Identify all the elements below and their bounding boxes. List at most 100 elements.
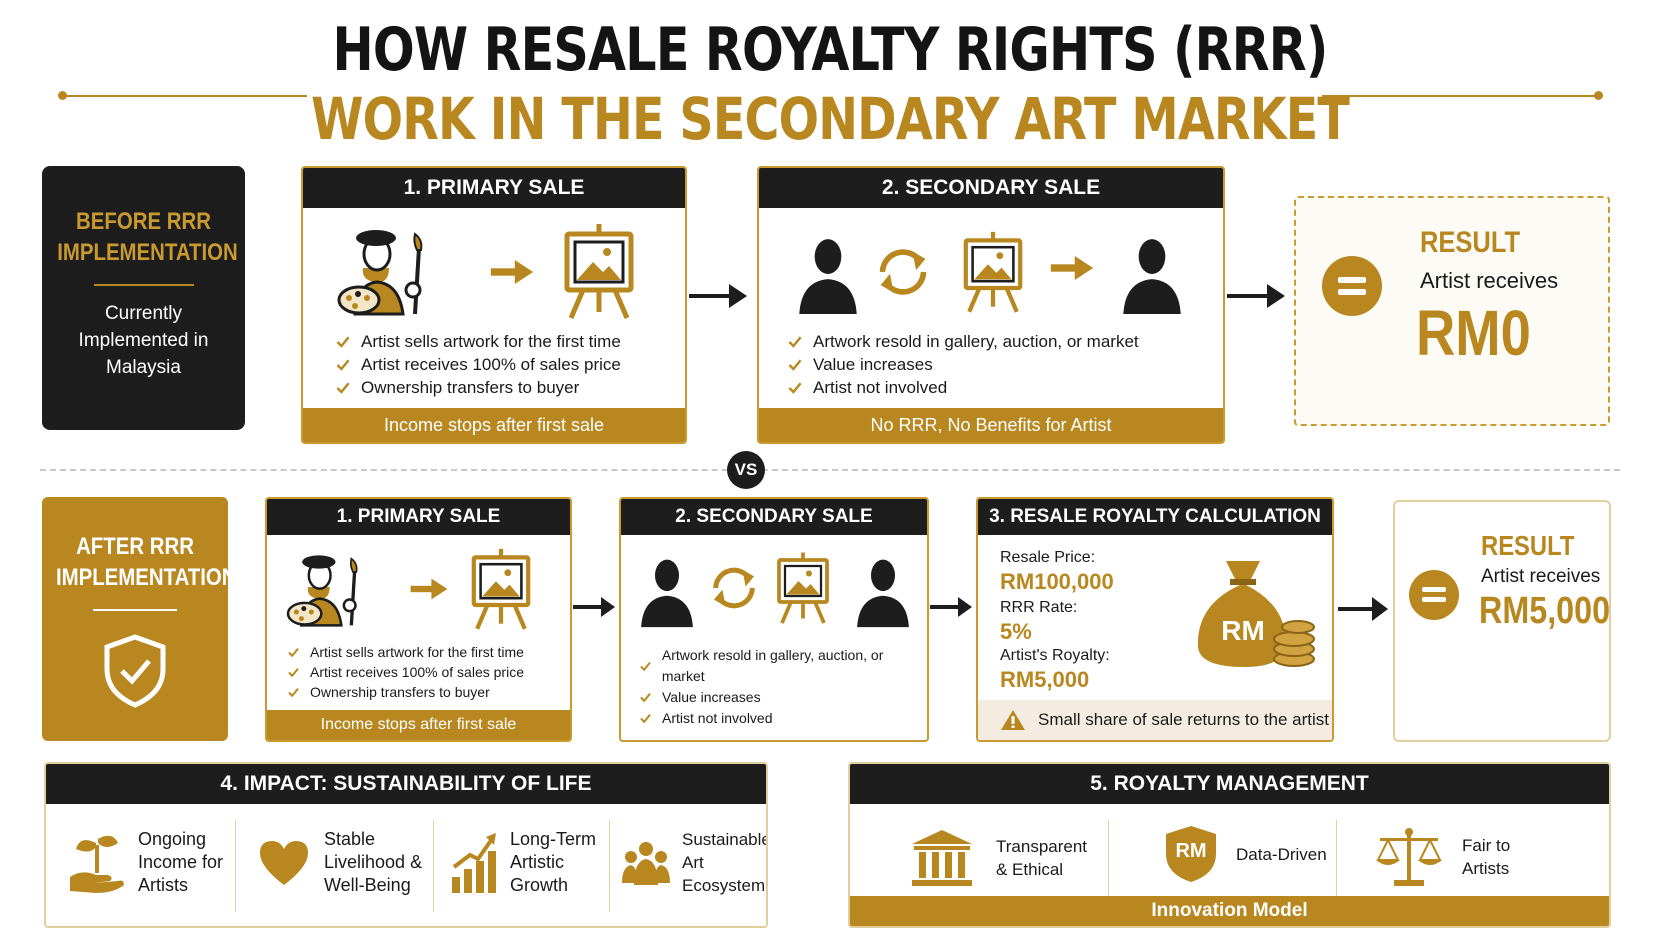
flow-arrow-icon (1227, 284, 1285, 308)
before-label-line-1: BEFORE RRR (76, 208, 211, 235)
equals-icon (1409, 570, 1459, 620)
list-item: Artist receives 100% of sales price (287, 662, 524, 682)
artist-royalty-value: RM5,000 (1000, 667, 1090, 692)
artist-painting-icon (283, 545, 383, 629)
after-result-title: RESULT (1481, 530, 1575, 561)
arrow-right-icon (409, 577, 449, 601)
impact-item-ecosystem: Sustainable Art Ecosystem (622, 828, 766, 897)
list-item: Ownership transfers to buyer (335, 376, 621, 399)
management-item-data-driven: RM Data-Driven (1164, 824, 1327, 884)
list-item: Artist receives 100% of sales price (335, 353, 621, 376)
check-icon (287, 686, 300, 699)
management-item-fair: Fair to Artists (1374, 826, 1510, 888)
check-icon (335, 380, 351, 396)
after-rrr-label-box: AFTER RRR IMPLEMENTATION (42, 497, 237, 741)
check-icon (639, 660, 652, 673)
heart-icon (260, 840, 308, 885)
title-rule-left (64, 95, 307, 97)
seller-person-icon (797, 234, 859, 316)
artwork-easel-icon (959, 228, 1027, 314)
arrow-right-icon (1049, 254, 1095, 282)
growth-chart-icon (452, 832, 496, 893)
artwork-easel-icon (467, 545, 535, 631)
before-sub-line-3: Malaysia (106, 357, 181, 378)
before-result-sub: Artist receives (1420, 268, 1559, 293)
vs-divider-line (40, 469, 1620, 471)
resale-cycle-icon (875, 244, 931, 300)
title-rule-dot-left (58, 91, 67, 100)
check-icon (335, 334, 351, 350)
management-divider (1108, 820, 1109, 898)
institution-icon (912, 830, 972, 886)
impact-item-artistic-growth: Long-Term Artistic Growth (450, 828, 596, 897)
impact-divider (433, 820, 434, 912)
resale-price-label: Resale Price: (1000, 549, 1096, 566)
after-result-value: RM5,000 (1479, 590, 1611, 632)
rrr-rate-label: RRR Rate: (1000, 599, 1078, 616)
list-item: Value increases (639, 687, 927, 708)
calculation-note: Small share of sale returns to the artis… (978, 700, 1332, 740)
after-primary-footer: Income stops after first sale (267, 710, 570, 740)
rm-shield-icon: RM (1164, 824, 1218, 884)
list-item: Artist sells artwork for the first time (287, 642, 524, 662)
after-primary-header: 1. PRIMARY SALE (267, 499, 570, 535)
community-icon (622, 841, 670, 885)
management-item-transparent: Transparent & Ethical (910, 828, 1087, 888)
management-footer: Innovation Model (850, 896, 1609, 926)
before-result-box: RESULT Artist receives RM0 (1294, 196, 1610, 426)
before-rrr-label-box: BEFORE RRR IMPLEMENTATION Currently Impl… (42, 166, 245, 430)
rrr-rate-value: 5% (1000, 619, 1032, 644)
resale-cycle-icon (709, 563, 759, 613)
before-secondary-footer: No RRR, No Benefits for Artist (759, 408, 1223, 442)
vs-badge: VS (727, 451, 765, 489)
money-bag-icon: RM (1190, 555, 1320, 675)
impact-item-ongoing-income: Ongoing Income for Artists (68, 828, 223, 897)
money-bag-label: RM (1221, 615, 1265, 646)
flow-arrow-icon (930, 597, 972, 617)
impact-item-livelihood: Stable Livelihood & Well-Being (258, 828, 422, 897)
artwork-easel-icon (559, 220, 639, 320)
list-item: Artwork resold in gallery, auction, or m… (787, 330, 1139, 353)
before-secondary-sale-panel: 2. SECONDARY SALE Artwork resold in gall… (757, 166, 1225, 444)
check-icon (787, 380, 803, 396)
title-rule-right (1322, 95, 1598, 97)
list-item: Ownership transfers to buyer (287, 682, 524, 702)
after-label-line-1: AFTER RRR (76, 533, 194, 560)
royalty-calculation-panel: 3. RESALE ROYALTY CALCULATION Resale Pri… (976, 497, 1334, 742)
impact-divider (235, 820, 236, 912)
check-icon (287, 666, 300, 679)
before-result-value: RM0 (1416, 297, 1531, 369)
before-label-line-2: IMPLEMENTATION (57, 239, 238, 266)
after-primary-sale-panel: 1. PRIMARY SALE Artist sells artwork for… (265, 497, 572, 742)
check-icon (287, 646, 300, 659)
list-item: Artist not involved (639, 708, 927, 729)
warning-icon (1001, 710, 1025, 730)
buyer-person-icon (855, 555, 911, 629)
before-label-divider (93, 284, 194, 286)
title-rule-dot-right (1594, 91, 1603, 100)
check-icon (787, 334, 803, 350)
after-secondary-sale-panel: 2. SECONDARY SALE Artwork resold in gall… (619, 497, 929, 742)
calculation-note-text: Small share of sale returns to the artis… (1038, 710, 1330, 729)
equals-icon (1322, 256, 1382, 316)
seller-person-icon (639, 555, 695, 629)
title-line-2: WORK IN THE SECONDARY ART MARKET (310, 85, 1350, 153)
list-item: Artwork resold in gallery, auction, or m… (639, 645, 927, 687)
impact-panel: 4. IMPACT: SUSTAINABILITY OF LIFE Ongoin… (44, 762, 768, 928)
after-result-box: RESULT Artist receives RM5,000 (1393, 500, 1611, 742)
before-secondary-bullets: Artwork resold in gallery, auction, or m… (787, 330, 1139, 399)
title-line-1: HOW RESALE ROYALTY RIGHTS (RRR) (332, 15, 1328, 85)
flow-arrow-icon (689, 284, 747, 308)
artist-painting-icon (333, 218, 453, 318)
royalty-management-panel: 5. ROYALTY MANAGEMENT Transparent & Ethi… (848, 762, 1611, 928)
after-primary-bullets: Artist sells artwork for the first time … (287, 642, 524, 702)
list-item: Artist sells artwork for the first time (335, 330, 621, 353)
before-primary-bullets: Artist sells artwork for the first time … (335, 330, 621, 399)
impact-header: 4. IMPACT: SUSTAINABILITY OF LIFE (46, 764, 766, 804)
after-secondary-header: 2. SECONDARY SALE (621, 499, 927, 535)
before-primary-sale-panel: 1. PRIMARY SALE Artist sells artwork for… (301, 166, 687, 444)
plant-hand-icon (70, 835, 124, 893)
buyer-person-icon (1121, 234, 1183, 316)
calculation-header: 3. RESALE ROYALTY CALCULATION (978, 499, 1332, 535)
after-label-divider (93, 609, 177, 611)
